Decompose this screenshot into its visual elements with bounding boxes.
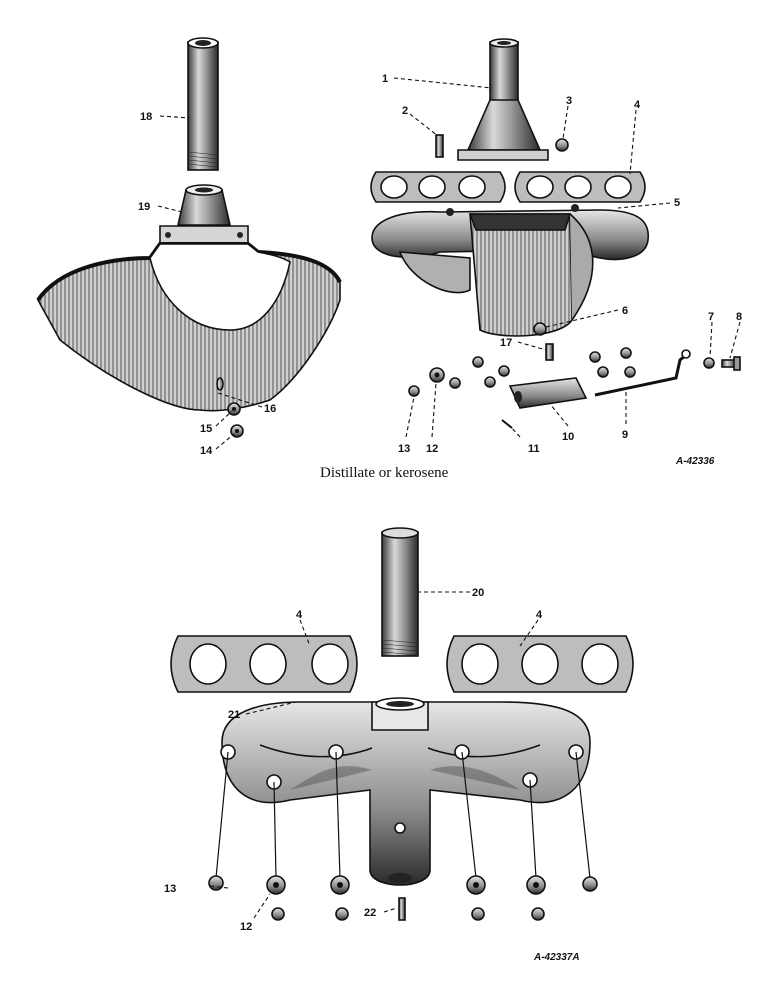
callout-14: 14 — [200, 445, 213, 457]
pipe-18 — [187, 37, 219, 171]
gasket-4 — [514, 171, 646, 203]
stud-17 — [545, 343, 554, 361]
callout-12: 12 — [426, 443, 438, 455]
pin-11 — [501, 419, 513, 429]
callout-18: 18 — [140, 111, 152, 123]
manifold-21 — [220, 697, 591, 886]
caption-distillate-kerosene: Distillate or kerosene — [320, 465, 449, 481]
callout-7: 7 — [708, 311, 714, 323]
callout-8: 8 — [736, 311, 742, 323]
callout-1: 1 — [382, 73, 388, 85]
callout-4-right: 4 — [536, 609, 543, 621]
figure-code-bottom: A-42337A — [533, 952, 580, 963]
callout-12-bottom: 12 — [240, 921, 252, 933]
bottom-fasteners — [208, 875, 598, 921]
callout-13-bottom: 13 — [164, 883, 176, 895]
callout-4: 4 — [634, 99, 641, 111]
riser-1 — [457, 38, 549, 161]
gasket-left-top — [370, 171, 506, 203]
callout-13: 13 — [398, 443, 410, 455]
manifold-nuts — [449, 347, 636, 389]
callout-10: 10 — [562, 431, 574, 443]
callout-19: 19 — [138, 201, 150, 213]
stud-2 — [435, 134, 444, 158]
gasket-4-left — [170, 635, 358, 693]
manifold-5 — [371, 204, 649, 337]
plug-6 — [533, 322, 547, 336]
callout-2: 2 — [402, 105, 408, 117]
callout-21: 21 — [228, 709, 240, 721]
callout-17: 17 — [500, 337, 512, 349]
callout-11: 11 — [528, 443, 540, 455]
block-10 — [508, 377, 588, 409]
figure-code-top: A-42336 — [675, 456, 715, 467]
heat-shield-16 — [36, 242, 342, 412]
leader-lines — [157, 77, 741, 919]
gasket-4-right — [446, 635, 634, 693]
rod-9 — [594, 349, 691, 397]
callout-4-left: 4 — [296, 609, 303, 621]
callout-labels: 1 2 3 4 5 6 7 8 9 10 11 12 13 14 15 16 1… — [138, 73, 742, 933]
callout-16: 16 — [264, 403, 276, 415]
stud-22 — [398, 897, 406, 921]
callout-6: 6 — [622, 305, 628, 317]
adapter-19 — [159, 184, 249, 245]
nut-15 — [227, 402, 241, 416]
callout-9: 9 — [622, 429, 628, 441]
callout-5: 5 — [674, 197, 680, 209]
callout-20: 20 — [472, 587, 484, 599]
callout-15: 15 — [200, 423, 212, 435]
bolt-8 — [721, 356, 741, 371]
assembly-lines — [215, 751, 591, 879]
washer-7 — [703, 357, 715, 369]
nut-13 — [408, 385, 420, 397]
callout-3: 3 — [566, 95, 572, 107]
nut-3 — [555, 138, 569, 152]
washer-12 — [429, 367, 445, 383]
pipe-20 — [381, 527, 419, 657]
callout-22: 22 — [364, 907, 376, 919]
